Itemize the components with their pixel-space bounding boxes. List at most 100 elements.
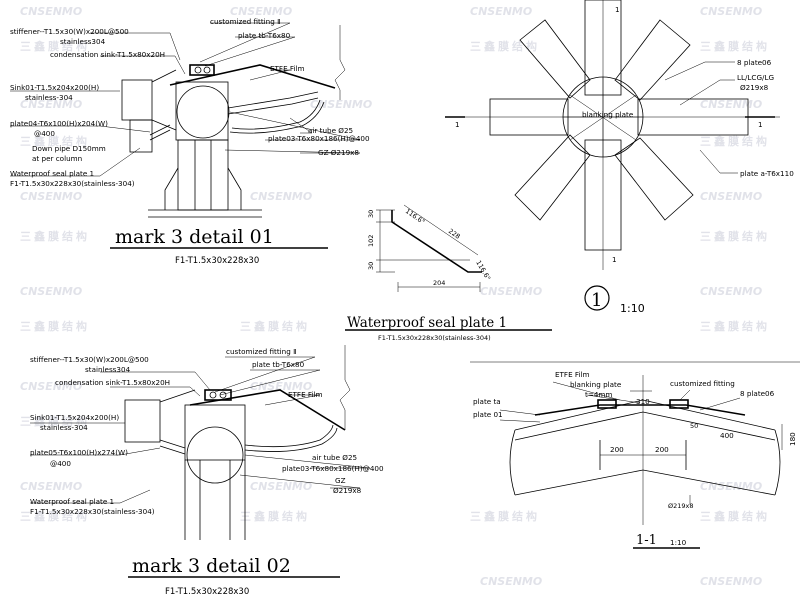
etfe-film [189,389,346,431]
watermark-brand: CNSENMO [700,575,762,588]
dim-angle-1: 116.6° [404,207,426,226]
leader [229,111,361,141]
label-air-tube: air tube Ø25 [312,453,357,462]
detail-01-labels: stiffener--T1.5x30(W)x200L@500 stainless… [10,17,370,188]
bracket [227,167,242,210]
label-stiffener-material: stainless304 [60,37,106,46]
detail-marker-circle [584,285,610,311]
label-gz: GZ Ø219x8 [318,148,359,157]
leader [100,55,186,75]
fitting [189,64,215,76]
label-plate-tb: plate tb-T6x80 [238,31,291,40]
sink-box [124,399,161,443]
label-plate05-spacing: @400 [50,459,71,468]
label-plate03: plate03-T6x80x186(H)@400 [268,134,370,143]
column [177,139,229,211]
watermark-chinese: 三鑫膜结构 [20,509,90,523]
leader [90,32,181,61]
watermark-brand: CNSENMO [480,575,542,588]
detail-01-title: mark 3 detail 01 [115,226,274,248]
leader [239,474,361,489]
watermark-chinese: 三鑫膜结构 [20,319,90,333]
label-waterproof-seal: Waterproof seal plate 1 [10,169,94,178]
member-nw [519,19,591,99]
label-plate03: plate03-T6x80x186(H)@400 [282,464,384,473]
leader [224,149,361,154]
leader [10,147,141,177]
label-gz: GZ [335,476,346,485]
leader [699,397,741,411]
plan-scale: 1:10 [620,302,645,315]
label-air-tube: air tube Ø25 [308,126,353,135]
fitting [669,399,689,409]
member-se [614,137,694,221]
seal-title: Waterproof seal plate 1 [347,315,507,331]
label-plate05: plate05-T6x100(H)x274(W) [30,448,128,457]
dim-line [403,204,479,256]
watermark-brand: CNSENMO [310,98,372,111]
pipe-end [509,429,516,496]
leader [100,371,211,391]
leader [10,125,151,133]
gz-tube [176,85,230,139]
leader [679,79,735,106]
air-tube [231,99,321,130]
label-plate06: 8 plate06 [740,389,775,398]
leader [499,409,541,416]
pipe-bottom [514,469,776,496]
watermark-brand: CNSENMO [20,190,82,203]
leader [244,454,371,469]
label-sink: Sink01-T1.5x204x200(H) [10,83,99,92]
watermark-chinese: 三鑫膜结构 [700,509,770,523]
air-tube [244,427,338,452]
leader [249,69,291,81]
section-scale: 1:10 [670,538,687,547]
watermark-chinese: 三鑫膜结构 [240,319,310,333]
label-stiffener-material: stainless304 [85,365,131,374]
label-plate04: plate04-T6x100(H)x204(W) [10,119,108,128]
seal-plate-drawing [376,204,482,292]
label-blanking-plate: blanking plate [582,110,634,119]
label-plate01: plate 01 [473,410,503,419]
label-stiffener: stiffener--T1.5x30(W)x200L@500 [10,27,129,36]
strut [149,124,171,136]
leader [30,447,161,456]
plan-view-drawing [445,0,780,270]
watermark-chinese: 三鑫膜结构 [700,229,770,243]
watermark-chinese: 三鑫膜结构 [20,229,90,243]
seal-subtitle: F1-T1.5x30x228x30(stainless-304) [378,334,491,342]
label-etfe: ETFE Film [270,64,305,73]
strut [149,129,171,141]
seal-plate-profile [391,210,482,273]
section-view-drawing [470,361,800,525]
dim-50: 50 [690,422,698,430]
label-stiffener: stiffener--T1.5x30(W)x200L@500 [30,355,149,364]
dim-310: 310 [636,397,650,406]
head-box [184,404,246,461]
dim-204: 204 [433,279,445,287]
label-down-pipe: Down pipe D150mm [32,144,106,153]
plate03 [227,91,319,109]
label-sink-material: stainless-304 [25,93,73,102]
dim-30b: 30 [367,262,375,270]
watermark-brand: CNSENMO [480,285,542,298]
watermark-chinese: 三鑫膜结构 [240,509,310,523]
dim-angle-2: 116.6° [474,259,492,282]
watermark-brand: CNSENMO [230,5,292,18]
leader [289,117,313,134]
detail-02-subtitle: F1-T1.5x30x228x30 [165,587,249,597]
watermark-brand: CNSENMO [700,98,762,111]
leader [664,61,735,81]
bracket [164,167,179,210]
label-plate04-spacing: @400 [34,129,55,138]
watermark-brand: CNSENMO [20,380,82,393]
watermark-chinese: 三鑫膜结构 [700,39,770,53]
leader [214,356,316,393]
bolt [203,66,211,74]
label-plate-tb: plate tb-T6x80 [252,360,305,369]
sink-slope [151,69,177,83]
strut [159,445,186,455]
etfe-film [169,64,336,89]
watermark-brand: CNSENMO [700,5,762,18]
